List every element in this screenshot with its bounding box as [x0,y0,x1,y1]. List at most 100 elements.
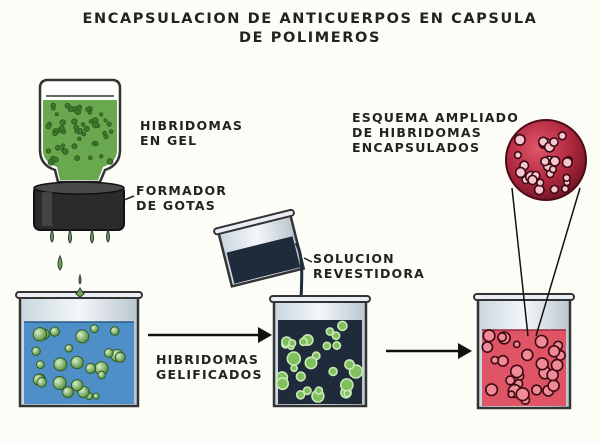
zoom-line-left [511,187,529,337]
drop-former-top [33,181,125,195]
gel-cell [45,148,52,154]
title-line-1: ENCAPSULACION DE ANTICUERPOS EN CAPSULA [82,11,538,27]
gel-bottle [38,78,122,184]
beaker-encapsulated [473,293,575,410]
gel-cell [71,118,78,125]
coated-bead [331,331,341,341]
magnified-capsule [505,119,587,201]
drip [50,228,54,243]
gel-cell [106,158,114,165]
encapsulated-bead [547,344,561,358]
encapsulated-bead [550,358,564,372]
beaker-2-rim [269,295,371,303]
gelified-bead [31,346,41,356]
drip [90,228,94,244]
coated-bead [286,351,302,366]
gelified-bead [53,357,68,372]
encapsulated-bead [534,334,549,349]
label-line: FORMADOR [136,183,228,198]
label-line: DE HIBRIDOMAS [352,125,482,140]
gel-cell [99,112,104,117]
label-line: REVESTIDORA [313,266,426,281]
label-line: ESQUEMA AMPLIADO [352,110,520,125]
label-line: HIBRIDOMAS [140,118,244,133]
coated-bead [328,366,338,377]
pour-beaker-rim [213,208,295,236]
coated-bead [290,364,298,373]
gelified-bead [75,329,90,344]
coated-bead [288,339,297,348]
encapsulated-bead [490,355,500,365]
gelified-bead [36,360,45,370]
pointer-formador [123,195,135,201]
capsule-cell [548,165,558,174]
drop-former-highlight [42,192,52,226]
encapsulated-bead [510,364,524,379]
coated-bead [275,377,289,391]
encapsulated-bead [507,390,516,399]
title-line-2: DE POLIMEROS [238,30,382,46]
capsule-cell [540,156,550,167]
gel-cell [103,118,108,123]
gel-cells [45,102,114,166]
coated-bead [344,359,355,370]
coated-bead [314,386,324,395]
encapsulated-beads [481,329,566,405]
gel-cell [60,143,66,148]
gel-cell [91,141,97,147]
gel-cell [83,125,90,132]
gelified-bead [90,324,99,334]
zoom-line-right [535,187,581,337]
label-line: EN GEL [140,133,198,148]
gelified-bead [49,326,60,337]
capsule-cell [549,137,559,147]
beaker-coating [269,295,371,408]
beaker-gelified [15,287,143,408]
encapsulated-bead [515,387,530,402]
label-solucion-revestidora: SOLUCION REVESTIDORA [313,251,425,281]
coated-bead [302,386,312,396]
capsule-cell [560,184,570,194]
coated-bead [295,371,306,382]
pouring-beaker [213,208,306,288]
gel-cell [51,105,56,111]
drop-former [33,181,135,285]
encapsulated-bead [520,348,534,362]
capsule-cell [557,131,567,141]
gel-cell [54,112,59,117]
encapsulated-bead [497,332,508,343]
capsule-cell [535,178,545,187]
gelified-bead [114,351,126,363]
gelified-bead [52,376,67,390]
gelified-bead [70,379,84,392]
encapsulated-bead [485,383,499,397]
gel-cell [54,144,61,151]
gel-cell [108,129,114,134]
gel-cell [58,125,65,132]
gelified-bead [97,370,106,380]
gel-cell [64,102,71,109]
coated-beads [275,320,364,403]
capsule-cells [513,131,573,196]
gel-cell [81,131,87,137]
pointer-solucion [303,257,313,263]
coated-bead [339,378,354,392]
pour-beaker-liquid [226,236,301,284]
label-line: DE GOTAS [136,198,216,213]
gelified-bead [62,386,74,399]
gel-cell [71,143,78,150]
gelified-bead [36,377,48,388]
gel-cell [91,121,99,129]
falling-drop [78,273,82,285]
gelified-bead [110,326,120,336]
coated-bead [332,340,342,350]
gel-cell [77,136,82,142]
gel-cell [80,122,86,127]
encapsulated-bead [512,340,521,349]
gel-cell [52,131,58,137]
capsule-cell [549,184,560,195]
label-line: ENCAPSULADOS [352,140,481,155]
gelified-beads [31,324,126,401]
diagram-title: ENCAPSULACION DE ANTICUERPOS EN CAPSULA … [60,10,560,48]
capsule-cell [513,133,526,146]
